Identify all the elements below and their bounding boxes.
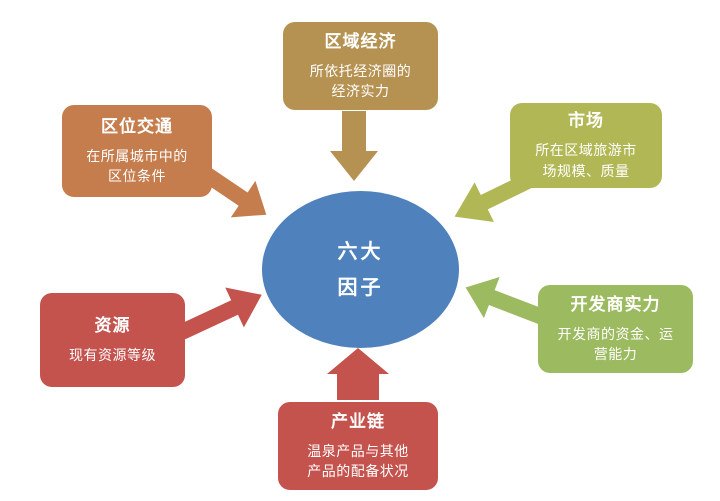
factor-desc-developer-strength: 开发商的资金、运 营能力 bbox=[557, 325, 674, 363]
arrow-industry-chain-to-center-icon bbox=[327, 348, 389, 400]
arrow-shape bbox=[327, 348, 389, 400]
center-label-line1: 六大 bbox=[337, 240, 384, 263]
arrow-resources-to-center-icon bbox=[178, 287, 262, 340]
arrow-shape bbox=[330, 111, 378, 181]
factor-box-location-traffic: 区位交通 在所属城市中的 区位条件 bbox=[62, 105, 212, 197]
arrow-shape bbox=[178, 287, 262, 340]
arrow-location-traffic-to-center-icon bbox=[195, 163, 267, 218]
factor-desc-market: 所在区域旅游市 场规模、质量 bbox=[535, 142, 637, 179]
factor-desc-industry-chain: 温泉产品与其他 产品的配备状况 bbox=[307, 442, 409, 480]
arrow-regional-economy-to-center-icon bbox=[330, 111, 378, 181]
factor-desc-resources: 现有资源等级 bbox=[69, 346, 156, 363]
factor-title-resources: 资源 bbox=[94, 315, 131, 335]
center-ellipse: 六大 因子 bbox=[262, 191, 459, 348]
arrow-shape bbox=[465, 277, 548, 326]
factor-box-developer-strength: 开发商实力 开发商的资金、运 营能力 bbox=[538, 285, 693, 373]
center-label-line2: 因子 bbox=[337, 276, 384, 299]
factor-title-location-traffic: 区位交通 bbox=[101, 116, 173, 136]
arrow-shape bbox=[195, 163, 267, 218]
factor-desc-regional-economy: 所依托经济圈的 经济实力 bbox=[309, 62, 412, 100]
arrow-developer-strength-to-center-icon bbox=[465, 277, 548, 326]
factor-desc-location-traffic: 在所属城市中的 区位条件 bbox=[86, 147, 188, 185]
factor-title-market: 市场 bbox=[568, 111, 604, 131]
factor-box-resources: 资源 现有资源等级 bbox=[40, 293, 185, 387]
factor-title-industry-chain: 产业链 bbox=[331, 411, 385, 431]
factor-box-industry-chain: 产业链 温泉产品与其他 产品的配备状况 bbox=[278, 402, 438, 490]
factor-box-regional-economy: 区域经济 所依托经济圈的 经济实力 bbox=[283, 22, 438, 110]
factor-title-regional-economy: 区域经济 bbox=[324, 31, 397, 51]
factor-title-developer-strength: 开发商实力 bbox=[570, 294, 661, 314]
factor-box-market: 市场 所在区域旅游市 场规模、质量 bbox=[510, 103, 662, 188]
